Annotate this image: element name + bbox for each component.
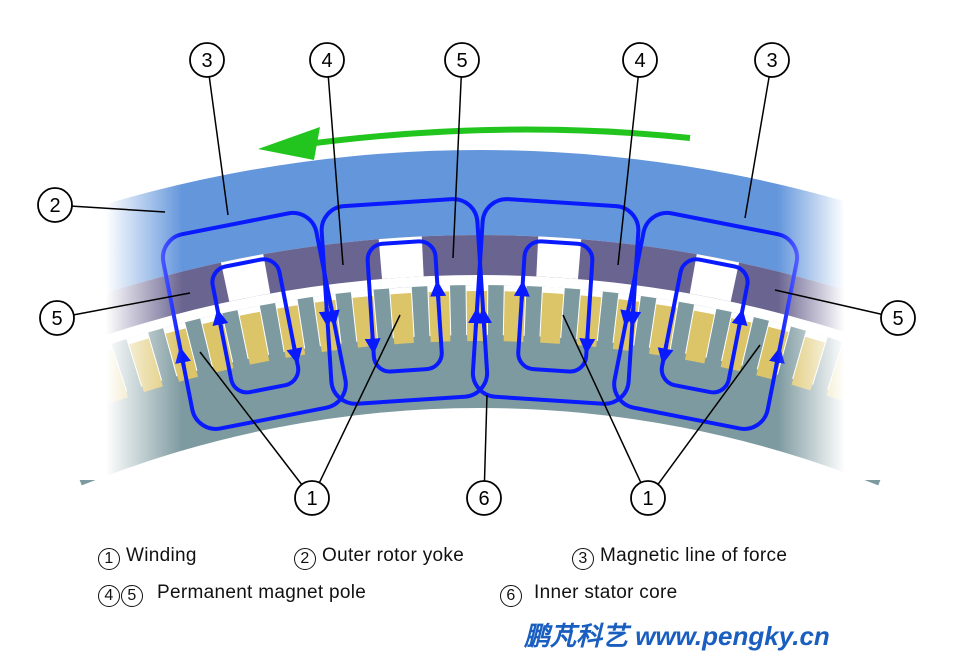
callout-number: 6 [478, 488, 489, 510]
callout-circle [630, 480, 666, 516]
callout-number: 5 [51, 308, 62, 330]
leader-line [562, 314, 642, 483]
callout-number: 3 [766, 50, 777, 72]
callout-number: 1 [306, 488, 317, 510]
callout-circle [754, 42, 790, 78]
callout-number: 4 [321, 50, 332, 72]
rotation-arrowhead-icon [258, 127, 320, 160]
callout-circle [444, 42, 480, 78]
callout-circle [880, 300, 916, 336]
leader-line [774, 289, 882, 315]
watermark: 鹏芃科艺 www.pengky.cn [524, 621, 830, 651]
leader-line [327, 76, 344, 266]
callout-circle [189, 42, 225, 78]
callout-circle [294, 480, 330, 516]
callout-number: 5 [892, 308, 903, 330]
callout-circle [309, 42, 345, 78]
callouts: 3 4 5 4 3 2 5 5 1 6 1 [37, 42, 916, 516]
callout-number: 4 [634, 50, 645, 72]
rotation-arrow [299, 126, 691, 148]
leader-line [744, 76, 770, 219]
leader-line [657, 344, 761, 485]
callout-circle [39, 300, 75, 336]
leader-line [452, 76, 462, 259]
leader-line [208, 76, 229, 216]
leader-line [71, 205, 166, 213]
callout-number: 1 [642, 488, 653, 510]
callout-number: 2 [49, 195, 60, 217]
leader-line [73, 292, 191, 316]
leader-line [617, 76, 639, 266]
callout-number: 5 [456, 50, 467, 72]
leader-line [483, 394, 488, 482]
callout-number: 3 [201, 50, 212, 72]
leader-line [318, 314, 401, 484]
edge-fade [0, 100, 960, 480]
callout-circle [37, 187, 73, 223]
callout-circle [466, 480, 502, 516]
callout-circle [622, 42, 658, 78]
leader-line [199, 351, 303, 485]
